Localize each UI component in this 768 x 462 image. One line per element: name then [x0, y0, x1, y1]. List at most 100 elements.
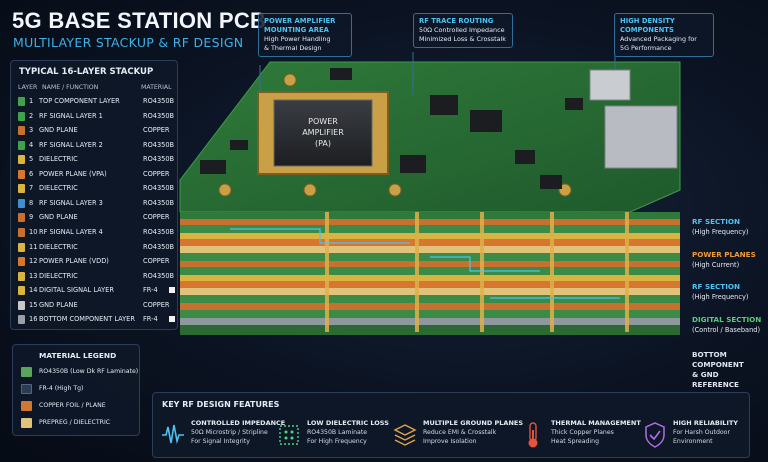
- layer-number: 11: [29, 242, 38, 251]
- section-detail: (High Frequency): [692, 293, 749, 301]
- layers-icon: [393, 424, 417, 446]
- legend-label: PREPREG / DIELECTRIC: [39, 419, 111, 426]
- feature-heading: CONTROLLED IMPEDANCE: [191, 419, 286, 427]
- feature-line2: Environment: [673, 438, 713, 445]
- layer-swatch: [18, 97, 25, 106]
- layer-name: DIGITAL SIGNAL LAYER: [39, 286, 114, 295]
- layer-name: DIELECTRIC: [39, 242, 78, 251]
- layer-name: GND PLANE: [39, 126, 78, 135]
- legend-label: FR-4 (High Tg): [39, 385, 84, 392]
- layer-material: COPPER: [143, 169, 170, 178]
- layer-swatch: [18, 315, 25, 325]
- section-heading: BOTTOM COMPONENT: [692, 350, 744, 369]
- feature-line1: 50Ω Microstrip / Stripline: [191, 429, 268, 436]
- features-title: KEY RF DESIGN FEATURES: [162, 400, 280, 409]
- layer-number: 9: [29, 213, 34, 222]
- layer-number: 6: [29, 169, 34, 178]
- layer-name: RF SIGNAL LAYER 2: [39, 140, 103, 149]
- layer-material: RO4350B: [143, 242, 175, 251]
- layer-swatch: [18, 271, 25, 281]
- layer-swatch: [18, 126, 25, 136]
- layer-swatch: [18, 140, 25, 150]
- layer-swatch: [18, 257, 25, 267]
- feature-heading: MULTIPLE GROUND PLANES: [423, 419, 524, 427]
- layer-number: 14: [29, 286, 38, 295]
- layer-swatch: [18, 300, 25, 310]
- callout-high-density: HIGH DENSITY COMPONENTS Advanced Packagi…: [614, 13, 714, 57]
- layer-number: 4: [29, 140, 34, 149]
- col-header-material: MATERIAL: [141, 84, 172, 91]
- section-label-digital: DIGITAL SECTION (Control / Baseband): [692, 315, 761, 335]
- layer-name: RF SIGNAL LAYER 4: [39, 227, 103, 236]
- stackup-panel: TYPICAL 16-LAYER STACKUP LAYER NAME / FU…: [10, 60, 178, 330]
- feature-line2: Heat Spreading: [551, 438, 600, 445]
- layer-material: FR-4: [143, 286, 158, 295]
- callout-pa-heading: POWER AMPLIFIER MOUNTING AREA: [264, 17, 336, 34]
- layer-name: DIELECTRIC: [39, 184, 78, 193]
- layer-number: 12: [29, 257, 38, 266]
- layer-swatch: [18, 213, 25, 223]
- feature-line2: For High Frequency: [307, 438, 367, 445]
- layer-stack-edge: [180, 212, 680, 335]
- legend-label: RO4350B (Low Dk RF Laminate): [39, 368, 139, 375]
- layer-swatch: [18, 184, 25, 194]
- shield-check-icon: [645, 422, 665, 448]
- col-header-name: NAME / FUNCTION: [42, 84, 99, 91]
- layer-number: 8: [29, 198, 34, 207]
- layer-material: RO4350B: [143, 198, 175, 207]
- callout-hd-line2: 5G Performance: [620, 44, 672, 52]
- layer-name: RF SIGNAL LAYER 1: [39, 111, 103, 120]
- stackup-title: TYPICAL 16-LAYER STACKUP: [19, 67, 154, 77]
- section-label-rf-1: RF SECTION (High Frequency): [692, 217, 748, 237]
- layer-name: DIELECTRIC: [39, 271, 78, 280]
- layer-number: 7: [29, 184, 34, 193]
- layer-swatch: [18, 155, 25, 165]
- layer-number: 3: [29, 126, 34, 135]
- layer-number: 2: [29, 111, 34, 120]
- feature-line1: RO4350B Laminate: [307, 429, 368, 436]
- feature-item-reliability: HIGH RELIABILITY For Harsh Outdoor Envir…: [643, 419, 763, 455]
- chip-label-line2: AMPLIFIER: [302, 128, 344, 137]
- thermometer-icon: [528, 422, 538, 448]
- layer-number: 16: [29, 315, 38, 324]
- callout-rf-line2: Minimized Loss & Crosstalk: [419, 35, 506, 43]
- legend-item: FR-4 (High Tg): [21, 383, 139, 396]
- layer-swatch: [18, 286, 25, 296]
- layer-material: RO4350B: [143, 227, 175, 236]
- material-legend: MATERIAL LEGEND RO4350B (Low Dk RF Lamin…: [12, 344, 140, 436]
- layer-material: RO4350B: [143, 271, 175, 280]
- waveform-icon: [162, 424, 184, 445]
- feature-heading: HIGH RELIABILITY: [673, 419, 739, 427]
- layer-name: GND PLANE: [39, 300, 78, 309]
- callout-rf-heading: RF TRACE ROUTING: [419, 17, 494, 25]
- feature-heading: LOW DIELECTRIC LOSS: [307, 419, 389, 427]
- layer-number: 1: [29, 97, 34, 105]
- feature-item-dielectric: LOW DIELECTRIC LOSS RO4350B Laminate For…: [277, 419, 397, 455]
- fr4-marker: [169, 316, 175, 323]
- layer-material: RO4350B: [143, 155, 175, 164]
- section-heading: POWER PLANES: [692, 250, 756, 259]
- section-label-bottom: BOTTOM COMPONENT & GND REFERENCE: [692, 350, 768, 390]
- grid-icon: [279, 425, 299, 445]
- feature-line2: Improve Isolation: [423, 438, 477, 445]
- layer-swatch: [18, 169, 25, 179]
- layer-number: 15: [29, 300, 38, 309]
- layer-swatch: [18, 242, 25, 252]
- layer-material: COPPER: [143, 300, 170, 309]
- legend-swatch: [21, 401, 32, 411]
- legend-item: COPPER FOIL / PLANE: [21, 400, 139, 413]
- layer-swatch: [18, 227, 25, 237]
- section-label-rf-2: RF SECTION (High Frequency): [692, 282, 748, 302]
- feature-line1: Reduce EMI & Crosstalk: [423, 429, 497, 436]
- fr4-marker: [169, 287, 175, 294]
